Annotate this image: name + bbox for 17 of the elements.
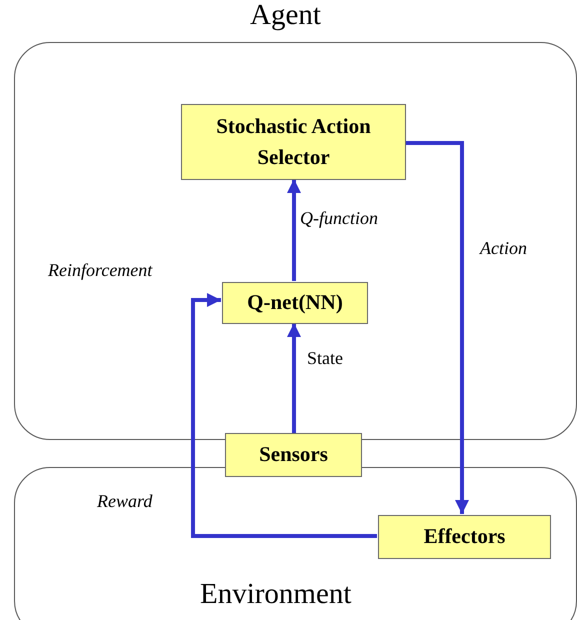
region-title: Environment	[200, 578, 352, 611]
arrow	[287, 323, 301, 433]
box-label: Q-net(NN)	[247, 289, 343, 316]
box-label: Effectors	[424, 523, 506, 550]
process-box	[181, 104, 406, 180]
process-box	[225, 433, 362, 477]
region-panel	[14, 467, 577, 620]
box-label: Stochastic Action Selector	[215, 112, 372, 171]
process-box	[378, 515, 551, 559]
box-label: Sensors	[259, 441, 328, 468]
arrow	[287, 179, 301, 281]
region-title: Agent	[250, 0, 321, 32]
annotation-label: Reinforcement	[46, 260, 154, 281]
arrow	[191, 293, 377, 538]
arrow	[405, 141, 469, 514]
edge-label: Q-function	[298, 208, 380, 229]
process-box	[222, 282, 368, 324]
